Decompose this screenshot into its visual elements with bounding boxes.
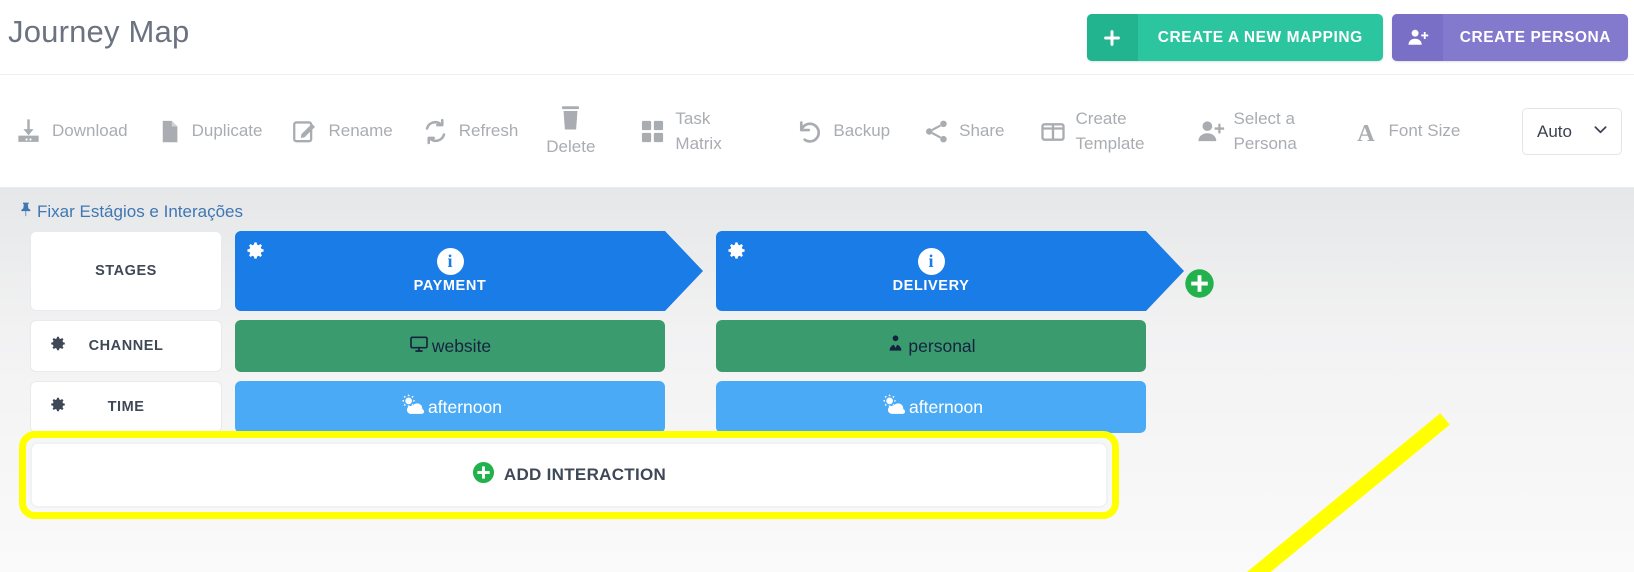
add-stage-button[interactable] bbox=[1184, 268, 1215, 299]
time-cell-afternoon-delivery[interactable]: afternoon bbox=[716, 381, 1146, 433]
toolbar-item-select-persona[interactable]: Select a Persona bbox=[1196, 107, 1312, 156]
create-new-mapping-button[interactable]: CREATE A NEW MAPPING bbox=[1086, 14, 1383, 61]
undo-arrow-icon bbox=[795, 117, 824, 146]
svg-text:A: A bbox=[1357, 119, 1375, 145]
refresh-icon bbox=[421, 117, 450, 146]
pin-icon bbox=[18, 201, 34, 222]
header-actions: CREATE A NEW MAPPING CREATE PERSONA bbox=[1086, 14, 1628, 61]
grid-squares-icon bbox=[639, 118, 666, 145]
chevron-down-icon bbox=[1591, 120, 1610, 144]
toolbar-item-font-size-label: Font Size bbox=[1388, 121, 1461, 141]
toolbar-item-delete[interactable]: Delete bbox=[546, 103, 595, 160]
stage-payment-body: i PAYMENT bbox=[235, 231, 665, 311]
toolbar-item-task-matrix[interactable]: Task Matrix bbox=[639, 107, 753, 156]
toolbar-item-font-size[interactable]: A Font Size bbox=[1352, 118, 1461, 145]
monitor-icon bbox=[409, 334, 429, 359]
channel-cell-website[interactable]: website bbox=[235, 320, 665, 372]
edit-pencil-icon bbox=[290, 117, 319, 146]
toolbar-item-refresh-label: Refresh bbox=[458, 121, 519, 141]
gear-icon[interactable] bbox=[727, 241, 746, 265]
toolbar-item-create-template[interactable]: Create Template bbox=[1039, 107, 1154, 156]
toolbar: Download Duplicate Ren bbox=[0, 75, 1634, 188]
toolbar-item-delete-label: Delete bbox=[546, 137, 596, 157]
toolbar-item-select-persona-label: Select a Persona bbox=[1233, 108, 1297, 153]
toolbar-item-backup[interactable]: Backup bbox=[795, 117, 890, 146]
channel-row: CHANNEL website bbox=[30, 320, 1215, 372]
toolbar-item-create-template-label: Create Template bbox=[1075, 108, 1145, 153]
channel-personal-label: personal bbox=[908, 335, 976, 356]
font-size-value: Auto bbox=[1537, 121, 1572, 141]
row-label-stages[interactable]: STAGES bbox=[30, 231, 222, 311]
toolbar-item-download[interactable]: Download bbox=[14, 117, 128, 146]
download-icon bbox=[14, 117, 43, 146]
journey-board: Fixar Estágios e Interações STAGES bbox=[0, 188, 1634, 572]
toolbar-item-rename[interactable]: Rename bbox=[290, 117, 393, 146]
toolbar-item-backup-label: Backup bbox=[833, 121, 891, 141]
pin-label: Fixar Estágios e Interações bbox=[37, 201, 243, 221]
toolbar-item-task-matrix-label: Task Matrix bbox=[675, 108, 722, 153]
row-label-time[interactable]: TIME bbox=[30, 381, 222, 433]
stage-delivery-body: i DELIVERY bbox=[716, 231, 1146, 311]
time-cell-afternoon-payment[interactable]: afternoon bbox=[235, 381, 665, 433]
font-size-select[interactable]: Auto bbox=[1522, 108, 1622, 155]
time-afternoon-label-1: afternoon bbox=[428, 396, 502, 417]
gear-icon[interactable] bbox=[50, 397, 66, 418]
toolbar-items: Download Duplicate Ren bbox=[14, 75, 1460, 188]
toolbar-item-rename-label: Rename bbox=[328, 121, 393, 141]
add-interaction-label: ADD INTERACTION bbox=[503, 465, 667, 484]
toolbar-item-duplicate-label: Duplicate bbox=[191, 121, 263, 141]
toolbar-item-download-label: Download bbox=[52, 121, 128, 141]
file-icon bbox=[156, 118, 183, 145]
row-label-channel[interactable]: CHANNEL bbox=[30, 320, 222, 372]
gear-icon[interactable] bbox=[246, 241, 265, 265]
add-interaction-bar[interactable]: ADD INTERACTION bbox=[30, 442, 1108, 508]
stage-card-payment[interactable]: i PAYMENT bbox=[235, 231, 703, 311]
person-tie-icon bbox=[886, 334, 905, 358]
stage-delivery-label: DELIVERY bbox=[892, 278, 970, 294]
pin-stages-interactions-link[interactable]: Fixar Estágios e Interações bbox=[18, 201, 243, 222]
row-label-channel-text: CHANNEL bbox=[88, 338, 164, 354]
share-nodes-icon bbox=[923, 118, 950, 145]
page-title: Journey Map bbox=[8, 14, 190, 49]
trash-icon bbox=[557, 103, 584, 133]
row-label-time-text: TIME bbox=[107, 399, 145, 415]
stage-card-delivery[interactable]: i DELIVERY bbox=[716, 231, 1184, 311]
toolbar-item-share-label: Share bbox=[959, 121, 1005, 141]
gear-icon[interactable] bbox=[50, 336, 66, 357]
toolbar-item-duplicate[interactable]: Duplicate bbox=[156, 118, 263, 145]
plus-icon bbox=[1086, 14, 1138, 61]
stage-payment-label: PAYMENT bbox=[413, 278, 487, 294]
toolbar-item-share[interactable]: Share bbox=[923, 118, 1005, 145]
row-label-stages-text: STAGES bbox=[95, 263, 157, 279]
channel-cell-personal[interactable]: personal bbox=[716, 320, 1146, 372]
time-row: TIME afternoon bbox=[30, 381, 1215, 433]
time-afternoon-label-2: afternoon bbox=[909, 396, 983, 417]
create-persona-label: CREATE PERSONA bbox=[1459, 28, 1611, 46]
add-interaction-row: ADD INTERACTION bbox=[19, 431, 1215, 519]
create-new-mapping-label: CREATE A NEW MAPPING bbox=[1157, 28, 1363, 46]
user-plus-icon bbox=[1391, 14, 1443, 61]
stages-row: STAGES i PAYMENT bbox=[30, 231, 1215, 311]
user-plus-icon bbox=[1196, 117, 1225, 146]
toolbar-item-refresh[interactable]: Refresh bbox=[421, 117, 519, 146]
columns-layout-icon bbox=[1039, 118, 1067, 146]
channel-website-label: website bbox=[431, 335, 492, 356]
sun-behind-cloud-icon bbox=[398, 393, 425, 421]
journey-grid: STAGES i PAYMENT bbox=[19, 231, 1215, 519]
sun-behind-cloud-icon bbox=[879, 393, 906, 421]
create-persona-button[interactable]: CREATE PERSONA bbox=[1391, 14, 1628, 61]
info-circle-icon[interactable]: i bbox=[436, 248, 464, 275]
letter-a-icon: A bbox=[1352, 118, 1380, 145]
info-circle-icon[interactable]: i bbox=[917, 248, 945, 275]
plus-circle-icon bbox=[472, 461, 495, 489]
app-header: Journey Map CREATE A NEW MAPPING bbox=[0, 0, 1634, 75]
